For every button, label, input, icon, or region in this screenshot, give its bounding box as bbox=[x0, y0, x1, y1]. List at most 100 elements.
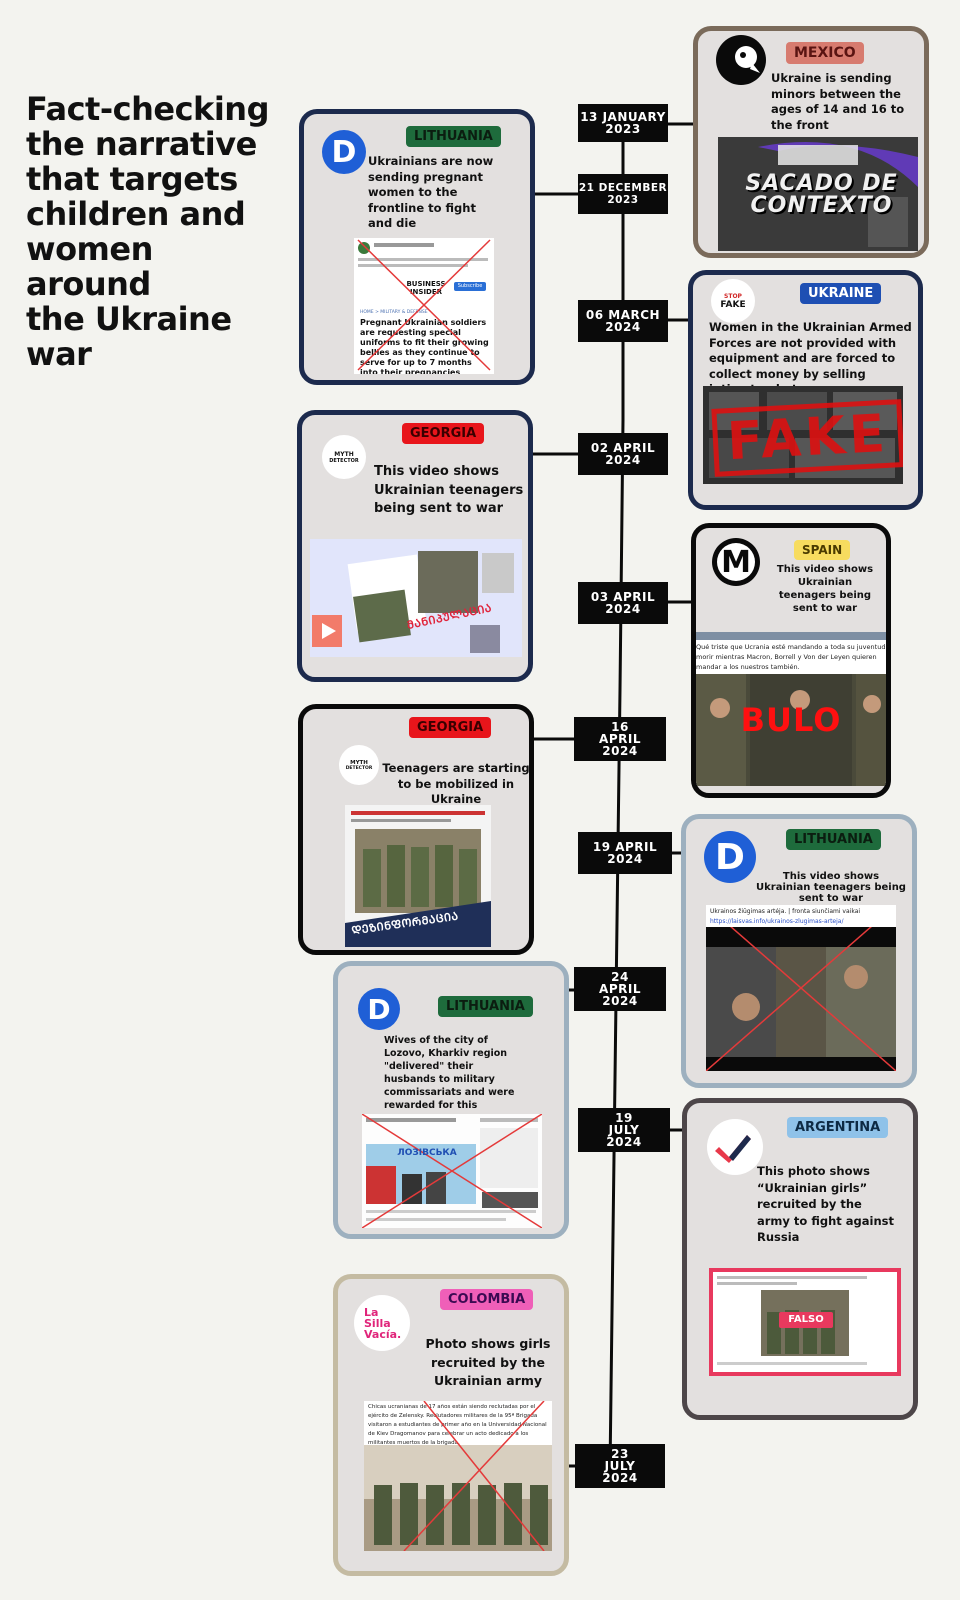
date-line: 2023 bbox=[607, 194, 639, 206]
date-line: 13 JANUARY bbox=[580, 110, 666, 124]
claim-text: Ukraine is sending minors between the ag… bbox=[771, 71, 905, 132]
article-headline: Pregnant Ukrainian soldiers are requesti… bbox=[360, 318, 489, 374]
date-line: 21 DECEMBER bbox=[578, 182, 668, 194]
logo-text: DETECTOR bbox=[345, 765, 373, 771]
claim-text: Ukrainians are now sending pregnant wome… bbox=[368, 154, 494, 230]
title-line: children and bbox=[26, 195, 246, 233]
date-line: 24 bbox=[611, 970, 629, 984]
evidence-image: ᲓᲔᲖᲘᲜᲤᲝᲠᲛᲐᲪᲘᲐ bbox=[345, 805, 491, 947]
factcheck-card-spain: M SPAIN This video shows Ukrainian teena… bbox=[691, 523, 891, 798]
factchecker-logo-icon: D bbox=[704, 831, 756, 883]
date-line: 19 bbox=[615, 1111, 633, 1125]
country-badge: ARGENTINA bbox=[787, 1117, 889, 1138]
verdict-stamp: BULO bbox=[740, 701, 842, 739]
image-strip bbox=[696, 632, 886, 640]
logo-text: MYTH bbox=[350, 759, 368, 766]
title-line: the Ukraine bbox=[26, 300, 232, 338]
country-badge: LITHUANIA bbox=[406, 126, 501, 147]
evidence-image: ᲛᲐᲜᲘᲞᲣᲚᲐᲪᲘᲐ bbox=[310, 539, 522, 657]
factcheck-card-mexico: MEXICO Ukraine is sending minors between… bbox=[693, 26, 929, 258]
lasillavacia-logo-icon: La Silla Vacía. bbox=[354, 1295, 410, 1351]
factchecker-logo-icon: D bbox=[322, 130, 366, 174]
verdict-stamp: FALSO bbox=[779, 1312, 833, 1328]
date-line: JULY bbox=[608, 1123, 640, 1137]
title-line: that targets bbox=[26, 160, 238, 198]
logo-text: FAKE bbox=[720, 299, 746, 310]
title-line: the narrative bbox=[26, 125, 257, 163]
post-link[interactable]: https://laisvas.info/ukrainos-zlugimas-a… bbox=[710, 918, 844, 925]
cross-out-icon bbox=[403, 1401, 545, 1551]
evidence-image: FALSO bbox=[709, 1268, 901, 1376]
evidence-image: SACADO DE CONTEXTO bbox=[718, 137, 918, 251]
date-line: 02 APRIL bbox=[590, 441, 656, 455]
mythdetector-logo-icon: MYTH DETECTOR bbox=[322, 435, 366, 479]
factcheck-card-ukraine: STOP FAKE UKRAINE Women in the Ukrainian… bbox=[688, 270, 923, 510]
avatar bbox=[358, 242, 370, 254]
logo-text: DETECTOR bbox=[329, 457, 359, 464]
post-caption: Qué triste que Ucrania esté mandando a t… bbox=[696, 643, 888, 671]
logo-text: STOP bbox=[724, 292, 742, 300]
text-line bbox=[358, 258, 488, 261]
verdict-stamp: FAKE bbox=[711, 399, 903, 477]
claim-text: This video shows Ukrainian teenagers bei… bbox=[776, 564, 874, 614]
factcheck-card-colombia: La Silla Vacía. COLOMBIA Photo shows gir… bbox=[333, 1274, 569, 1576]
country-badge: UKRAINE bbox=[800, 283, 882, 304]
evidence-image: BUSINESS INSIDER Subscribe HOME > MILITA… bbox=[354, 238, 494, 374]
country-badge: GEORGIA bbox=[409, 717, 492, 738]
date-line: 19 APRIL bbox=[592, 840, 658, 854]
logo-text: M bbox=[717, 543, 755, 581]
date-line: 03 APRIL bbox=[590, 590, 656, 604]
text-line bbox=[374, 243, 434, 247]
factcheck-card-lithuania-video: D LITHUANIA This video shows Ukrainian t… bbox=[681, 814, 917, 1088]
title-line: Fact-checking bbox=[26, 90, 269, 128]
mythdetector-logo-icon: MYTH DETECTOR bbox=[339, 745, 379, 785]
claim-text: Wives of the city of Lozovo, Kharkiv reg… bbox=[384, 1035, 515, 1111]
country-badge: MEXICO bbox=[786, 42, 864, 64]
date-line: 16 bbox=[611, 720, 629, 734]
evidence-image: Qué triste que Ucrania esté mandando a t… bbox=[696, 632, 888, 786]
date-line: 2024 bbox=[605, 453, 641, 467]
logo-text: Silla bbox=[364, 1316, 391, 1330]
date-line: APRIL bbox=[599, 982, 641, 996]
claim-text: This video shows Ukrainian teenagers bei… bbox=[374, 464, 524, 516]
country-badge: GEORGIA bbox=[402, 423, 485, 444]
country-badge: COLOMBIA bbox=[440, 1289, 534, 1310]
date-line: 2024 bbox=[602, 994, 638, 1008]
publication-logo: BUSINESS INSIDER bbox=[406, 280, 446, 296]
verdict-stamp: SACADO DE CONTEXTO bbox=[745, 171, 898, 218]
date-line: 2024 bbox=[605, 320, 641, 334]
subscribe-button: Subscribe bbox=[454, 282, 486, 291]
cross-out-icon bbox=[357, 239, 491, 371]
date-line: APRIL bbox=[599, 732, 641, 746]
factcheck-card-georgia-video: MYTH DETECTOR GEORGIA This video shows U… bbox=[297, 410, 533, 682]
page-title: Fact-checking the narrative that targets… bbox=[26, 92, 276, 372]
maldita-logo-icon: M bbox=[712, 538, 760, 586]
factcheck-card-lithuania-lozovo: D LITHUANIA Wives of the city of Lozovo,… bbox=[333, 961, 569, 1239]
date-line: 2024 bbox=[602, 1471, 638, 1485]
claim-text: Teenagers are starting to be mobilized i… bbox=[382, 761, 530, 806]
factchecker-logo-icon: D bbox=[358, 988, 400, 1030]
evidence-image: Ukrainos žiūgimas artėja. | fronta siunč… bbox=[706, 905, 896, 1071]
banner-text: ЛОЗІВСЬКА bbox=[397, 1148, 457, 1158]
logo-text: MYTH bbox=[334, 450, 354, 458]
text-line bbox=[358, 264, 468, 267]
date-line: 2024 bbox=[606, 1135, 642, 1149]
logo-text: Vacía. bbox=[364, 1327, 402, 1341]
country-badge: LITHUANIA bbox=[438, 996, 533, 1017]
factcheck-card-argentina: ARGENTINA This photo shows “Ukrainian gi… bbox=[682, 1098, 918, 1420]
date-line: JULY bbox=[604, 1459, 636, 1473]
evidence-image: Chicas ucranianas de 17 años están siend… bbox=[364, 1401, 552, 1551]
country-badge: SPAIN bbox=[794, 540, 851, 560]
stopfake-logo-icon: STOP FAKE bbox=[711, 279, 755, 323]
date-line: 2023 bbox=[605, 122, 641, 136]
factcheck-card-lithuania-pregnant: D LITHUANIA Ukrainians are now sending p… bbox=[299, 109, 535, 385]
